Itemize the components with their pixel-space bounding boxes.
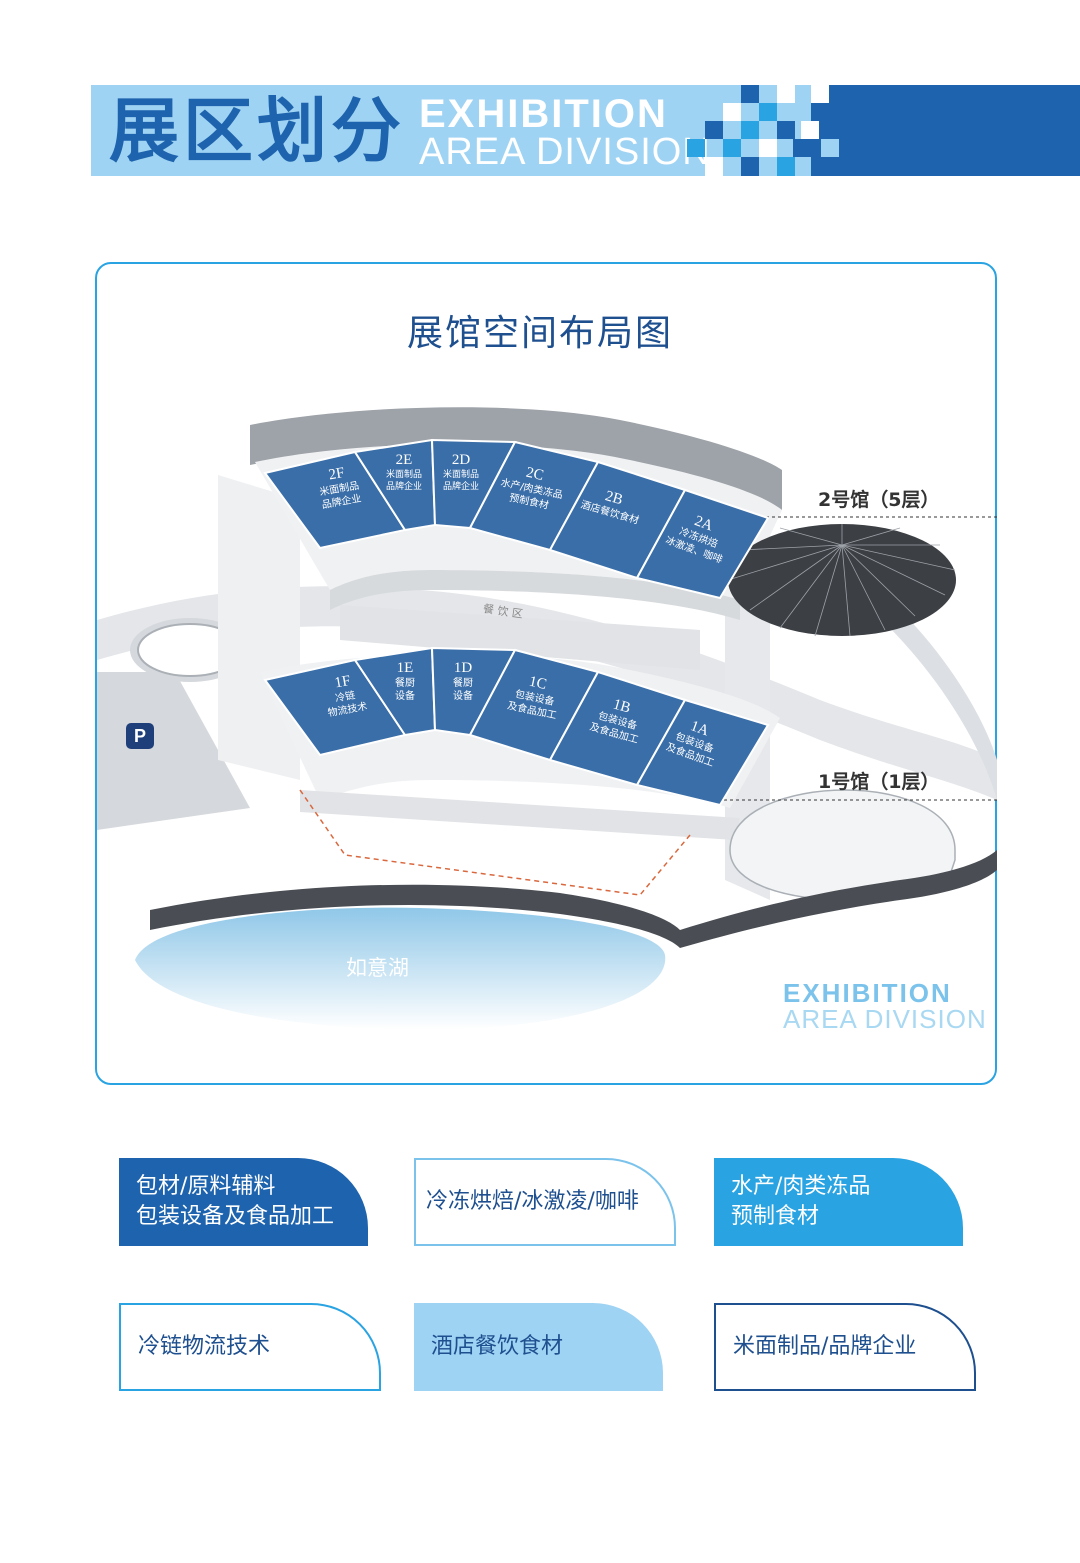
legend-hotel-catering: 酒店餐饮食材 <box>414 1303 663 1391</box>
header-brand-block <box>811 85 1080 176</box>
legend-frozen-bakery-line1: 冷冻烘焙/冰激凌/咖啡 <box>426 1189 639 1214</box>
brand-registered-mark: ® <box>925 14 936 27</box>
legend-packaging: 包材/原料辅料 包装设备及食品加工 <box>119 1158 368 1246</box>
brand-slogan: 专注冻品 服务餐饮 <box>842 61 918 70</box>
floor2-label: 2号馆（5层） <box>818 489 940 511</box>
parking-icon <box>126 723 154 749</box>
zone-2D-label: 2D 米面制品 品牌企业 <box>442 452 479 492</box>
header-title-en-line2: AREA DIVISION <box>419 131 711 173</box>
dome-roof <box>728 524 956 636</box>
legend-seafood-meat: 水产/肉类冻品 预制食材 <box>714 1158 963 1246</box>
legend-seafood-meat-line2: 预制食材 <box>731 1204 820 1229</box>
watermark-line2: AREA DIVISION <box>783 1004 987 1034</box>
zone-1E-label: 1E 餐厨 设备 <box>395 660 415 702</box>
parking-lot <box>97 672 250 830</box>
floor2-zones <box>263 438 770 600</box>
brand-name: 冻立方 <box>842 17 939 55</box>
zone-2A[interactable] <box>635 488 770 600</box>
pixel-mosaic-decoration-2 <box>801 85 839 157</box>
header-title-en-line1: EXHIBITION <box>419 92 668 136</box>
legend-cold-chain: 冷链物流技术 <box>119 1303 381 1391</box>
lake <box>135 907 666 1030</box>
legend-packaging-line2: 包装设备及食品加工 <box>136 1204 335 1229</box>
parking-label: P <box>133 726 146 746</box>
pixel-mosaic-decoration <box>687 85 811 176</box>
zone-1D-label: 1D 餐厨 设备 <box>453 660 473 702</box>
zone-2E-label: 2E 米面制品 品牌企业 <box>385 452 422 492</box>
floor1-label: 1号馆（1层） <box>818 771 940 793</box>
watermark-line1: EXHIBITION <box>783 978 952 1008</box>
venue-map <box>97 407 997 1030</box>
legend-frozen-bakery: 冷冻烘焙/冰激凌/咖啡 <box>414 1158 676 1246</box>
legend-seafood-meat-line1: 水产/肉类冻品 <box>731 1174 871 1199</box>
brand-logo-icon <box>784 17 830 66</box>
lake-label: 如意湖 <box>346 956 409 980</box>
header-title-cn: 展区划分 <box>109 90 405 172</box>
legend-rice-noodle: 米面制品/品牌企业 <box>714 1303 976 1391</box>
zone-1A[interactable] <box>635 698 770 807</box>
legend-rice-noodle-line1: 米面制品/品牌企业 <box>733 1334 917 1359</box>
header-banner: 展区划分 EXHIBITION AREA DIVISION <box>91 85 1080 176</box>
legend-cold-chain-line1: 冷链物流技术 <box>138 1334 271 1359</box>
legend-hotel-catering-line1: 酒店餐饮食材 <box>431 1334 564 1359</box>
floor1-zones <box>263 646 770 807</box>
legend-packaging-line1: 包材/原料辅料 <box>136 1174 276 1199</box>
map-title: 展馆空间布局图 <box>406 313 673 354</box>
